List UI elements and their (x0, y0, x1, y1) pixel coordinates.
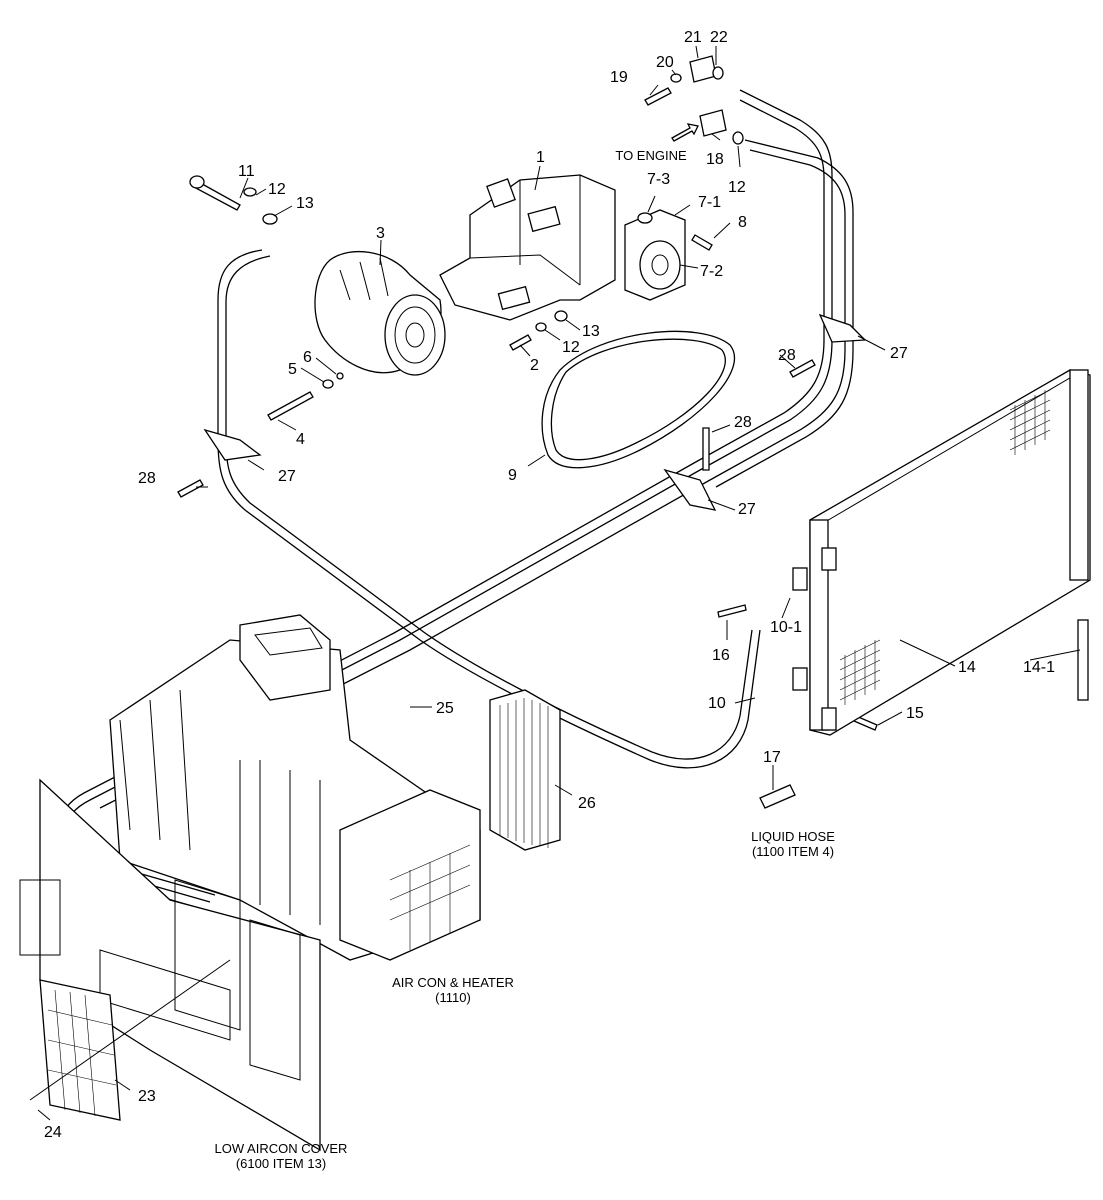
caption-aircon-heater-ref: (1110) (435, 990, 471, 1005)
compressor-bracket (439, 174, 616, 321)
callout-18: 18 (706, 151, 724, 168)
filter-element (489, 689, 561, 851)
condenser-mesh-lower (839, 639, 881, 705)
callout-12-c: 12 (728, 179, 746, 196)
caption-liquid-hose: LIQUID HOSE (751, 829, 835, 844)
condenser (792, 369, 1091, 736)
callout-24: 24 (44, 1124, 62, 1141)
callout-19: 19 (610, 69, 628, 86)
callout-4: 4 (296, 431, 305, 448)
callout-26: 26 (578, 795, 596, 812)
caption-to-engine: TO ENGINE (615, 148, 687, 163)
caption-aircon-heater: AIR CON & HEATER (392, 975, 514, 990)
callout-labels: 1 2 3 4 5 6 7-1 7-2 7-3 8 9 10 10-1 11 1… (44, 29, 1055, 1141)
callout-1: 1 (536, 149, 545, 166)
condenser-mesh-upper (1009, 389, 1051, 455)
callout-2: 2 (530, 357, 539, 374)
cover-grille (29, 959, 231, 1121)
caption-liquid-hose-ref: (1100 ITEM 4) (752, 844, 834, 859)
callout-17: 17 (763, 749, 781, 766)
callout-7-3: 7-3 (647, 171, 670, 188)
leader-lines (37, 45, 1081, 1121)
callout-7-1: 7-1 (698, 194, 721, 211)
callout-21: 21 (684, 29, 702, 46)
callout-22: 22 (710, 29, 728, 46)
callout-27-a: 27 (278, 468, 296, 485)
captions: TO ENGINE LIQUID HOSE (1100 ITEM 4) AIR … (215, 148, 836, 1171)
callout-6: 6 (303, 349, 312, 366)
callout-28-c: 28 (734, 414, 752, 431)
callout-12-b: 12 (562, 339, 580, 356)
callout-27-b: 27 (890, 345, 908, 362)
callout-23: 23 (138, 1088, 156, 1105)
drive-belt (541, 330, 736, 469)
aircon-unit-grille (389, 844, 471, 950)
callout-15: 15 (906, 705, 924, 722)
callout-28-b: 28 (778, 347, 796, 364)
idler-pulley-assembly (624, 209, 686, 301)
callout-25: 25 (436, 700, 454, 717)
aircon-heater-unit (109, 614, 481, 961)
callout-8: 8 (738, 214, 747, 231)
caption-low-aircon-cover-ref: (6100 ITEM 13) (236, 1156, 326, 1171)
callout-11: 11 (238, 163, 255, 180)
callout-27-c: 27 (738, 501, 756, 518)
pipe-clamps (203, 313, 867, 511)
callout-20: 20 (656, 54, 674, 71)
callout-9: 9 (508, 467, 517, 484)
to-engine-arrow (671, 123, 699, 142)
callout-14-1: 14-1 (1023, 659, 1055, 676)
callout-3: 3 (376, 225, 385, 242)
callout-28-a: 28 (138, 470, 156, 487)
callout-13-b: 13 (582, 323, 600, 340)
caption-low-aircon-cover: LOW AIRCON COVER (215, 1141, 348, 1156)
callout-14: 14 (958, 659, 976, 676)
callout-7-2: 7-2 (700, 263, 723, 280)
compressor (314, 250, 446, 376)
callout-16: 16 (712, 647, 730, 664)
callout-10-1: 10-1 (770, 619, 802, 636)
callout-5: 5 (288, 361, 297, 378)
callout-13-a: 13 (296, 195, 314, 212)
callout-12-a: 12 (268, 181, 286, 198)
callout-10: 10 (708, 695, 726, 712)
